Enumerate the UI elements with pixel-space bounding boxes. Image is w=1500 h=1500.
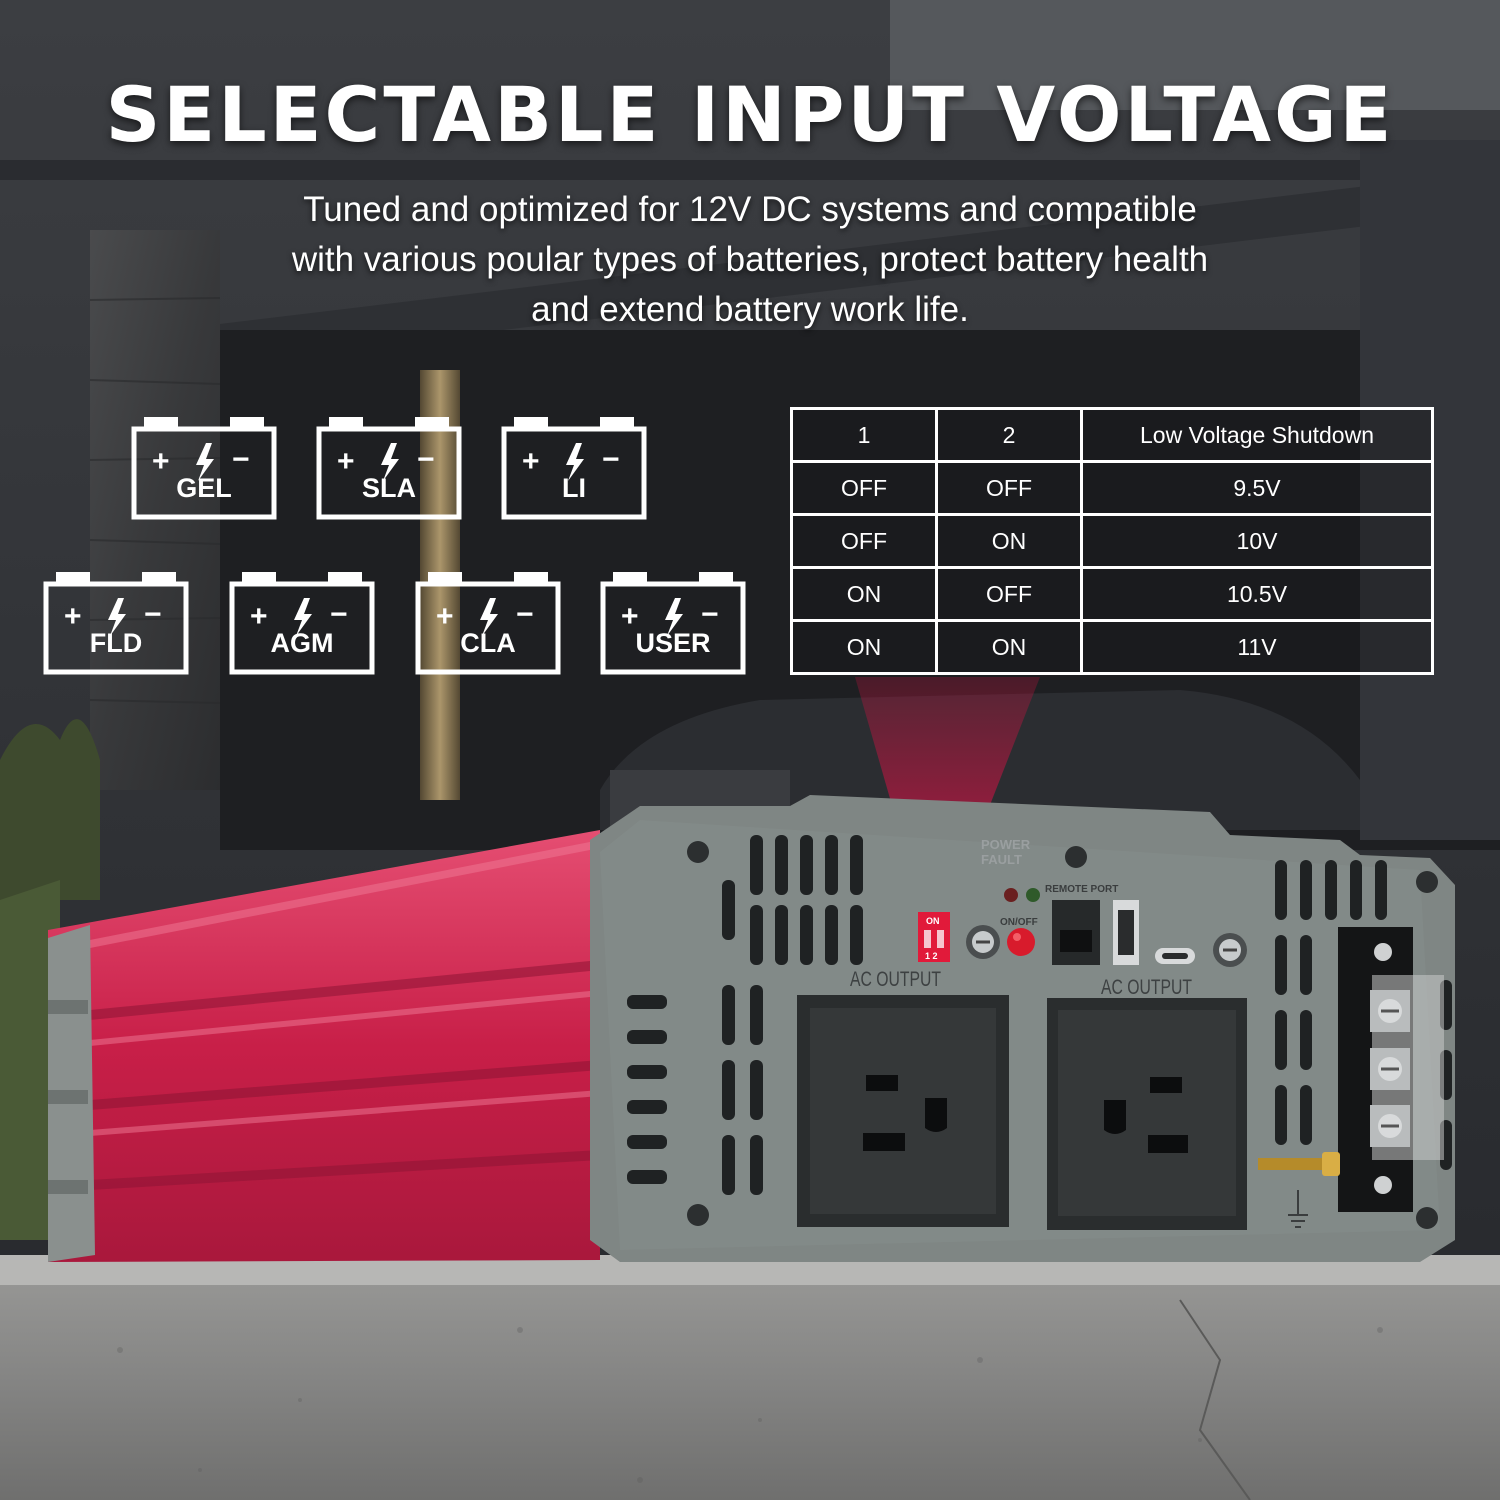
table-header-row: 1 2 Low Voltage Shutdown (790, 407, 1434, 463)
table-cell: OFF (935, 460, 1083, 516)
battery-type-user: + − USER (599, 570, 747, 676)
battery-icon (600, 572, 746, 675)
battery-type-gel: + − GEL (130, 415, 278, 521)
battery-type-fld: + − FLD (42, 570, 190, 676)
power-label: POWER (981, 837, 1031, 852)
usb-c-port-icon (1155, 948, 1195, 964)
ac-output-label-right: AC OUTPUT (1101, 976, 1193, 999)
table-header-cell: Low Voltage Shutdown (1080, 407, 1434, 463)
minus-sign: − (330, 598, 348, 631)
ground-icon (1286, 1188, 1310, 1230)
battery-icon (131, 417, 277, 520)
table-cell: OFF (790, 460, 938, 516)
table-row: ON OFF 10.5V (790, 566, 1434, 622)
table-cell: OFF (935, 566, 1083, 622)
bolt-icon (294, 598, 312, 636)
minus-sign: − (602, 443, 620, 476)
bolt-icon (665, 598, 683, 636)
minus-sign: − (232, 443, 250, 476)
usb-port-icon (1113, 900, 1139, 965)
battery-icon (229, 572, 375, 675)
subtext: Tuned and optimized for 12V DC systems a… (170, 185, 1330, 335)
table-cell: 10V (1080, 513, 1434, 569)
table-row: OFF ON 10V (790, 513, 1434, 569)
minus-sign: − (516, 598, 534, 631)
bolt-icon (566, 443, 584, 481)
plus-sign: + (64, 600, 82, 633)
remote-port-label: REMOTE PORT (1045, 884, 1119, 895)
battery-type-sla: + − SLA (315, 415, 463, 521)
low-voltage-shutdown-table: 1 2 Low Voltage Shutdown OFF OFF 9.5V OF… (790, 407, 1434, 675)
battery-type-li: + − LI (500, 415, 648, 521)
plus-sign: + (436, 600, 454, 633)
battery-icon (316, 417, 462, 520)
ac-outlet-icon (797, 995, 1009, 1227)
battery-label: GEL (176, 473, 232, 503)
minus-sign: − (144, 598, 162, 631)
table-cell: ON (790, 619, 938, 675)
plus-sign: + (621, 600, 639, 633)
bolt-icon (381, 443, 399, 481)
bolt-icon (196, 443, 214, 481)
battery-type-cla: + − CLA (414, 570, 562, 676)
table-row: ON ON 11V (790, 619, 1434, 675)
subtext-line-1: Tuned and optimized for 12V DC systems a… (303, 190, 1197, 229)
subtext-line-3: and extend battery work life. (531, 290, 969, 329)
battery-type-agm: + − AGM (228, 570, 376, 676)
plus-sign: + (152, 445, 170, 478)
plus-sign: + (522, 445, 540, 478)
minus-sign: − (417, 443, 435, 476)
table-row: OFF OFF 9.5V (790, 460, 1434, 516)
table-cell: ON (935, 619, 1083, 675)
battery-icon (501, 417, 647, 520)
dip-numbers: 1 2 (925, 951, 938, 961)
plus-sign: + (337, 445, 355, 478)
battery-label: FLD (89, 628, 143, 658)
dip-on-label: ON (926, 916, 940, 926)
table-cell: 9.5V (1080, 460, 1434, 516)
headline: SELECTABLE INPUT VOLTAGE (105, 70, 1395, 159)
ac-outlet-icon (1047, 998, 1247, 1230)
fault-label: FAULT (981, 852, 1022, 867)
on-off-label: ON/OFF (1000, 917, 1038, 928)
table-cell: 11V (1080, 619, 1434, 675)
battery-label: AGM (270, 628, 334, 658)
bolt-icon (480, 598, 498, 636)
battery-icon (415, 572, 561, 675)
table-header-cell: 2 (935, 407, 1083, 463)
battery-label: LI (562, 473, 586, 503)
minus-sign: − (701, 598, 719, 631)
plus-sign: + (250, 600, 268, 633)
battery-label: SLA (362, 473, 416, 503)
battery-label: CLA (460, 628, 516, 658)
table-cell: ON (935, 513, 1083, 569)
table-cell: 10.5V (1080, 566, 1434, 622)
battery-label: USER (635, 628, 711, 658)
terminal-block-icon (1338, 927, 1413, 1212)
battery-icon (43, 572, 189, 675)
table-cell: ON (790, 566, 938, 622)
ac-output-label-left: AC OUTPUT (850, 968, 942, 991)
table-header-cell: 1 (790, 407, 938, 463)
rj11-port-icon (1052, 900, 1100, 965)
table-cell: OFF (790, 513, 938, 569)
subtext-line-2: with various poular types of batteries, … (291, 240, 1209, 279)
bolt-icon (108, 598, 126, 636)
